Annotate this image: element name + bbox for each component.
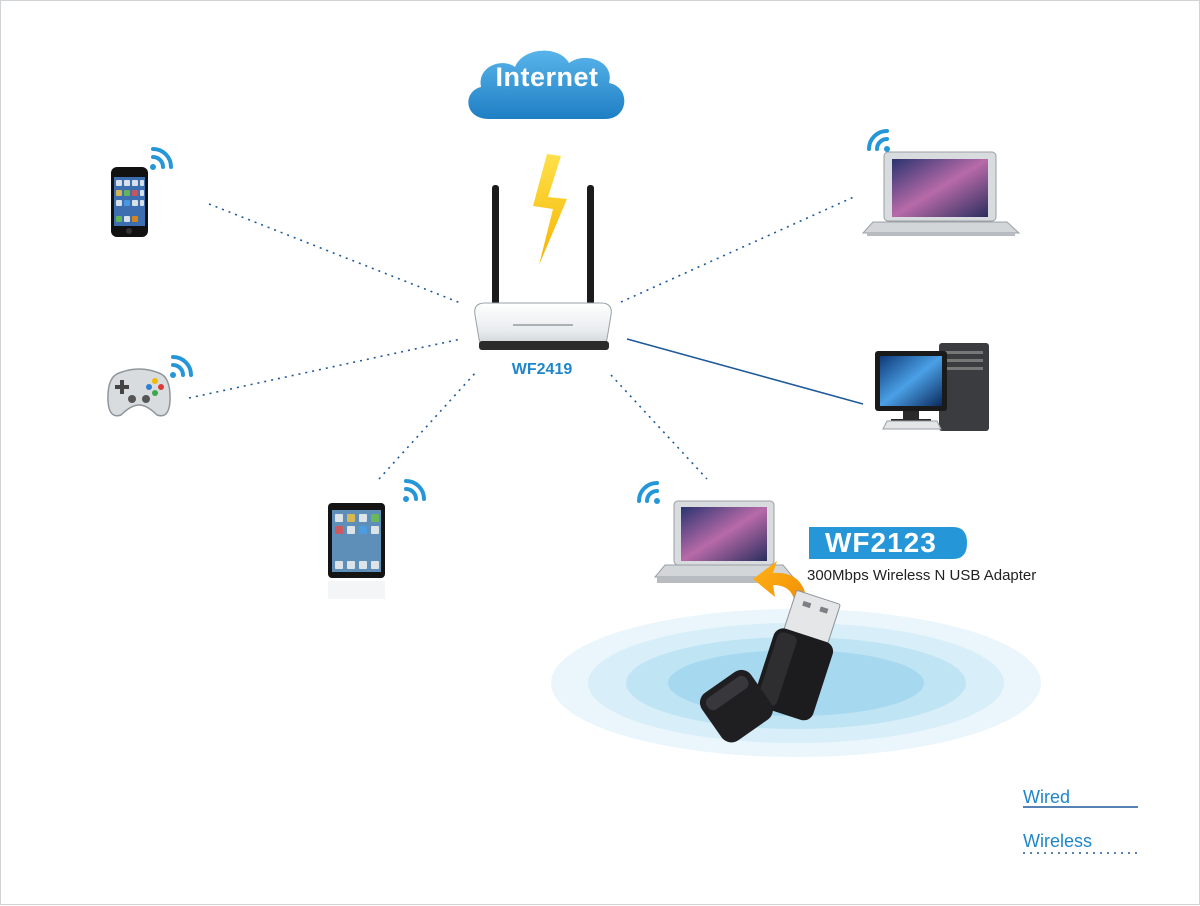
game-controller-icon (107, 368, 171, 417)
wifi-icon (150, 147, 173, 170)
adapter-description: 300Mbps Wireless N USB Adapter (807, 567, 1037, 584)
smartphone-icon (111, 167, 148, 237)
legend-wireless-label: Wireless (1023, 831, 1093, 851)
wifi-icons (150, 129, 890, 504)
wifi-icon (403, 479, 426, 502)
link-laptop-adapter (610, 374, 708, 480)
router-icon (474, 185, 612, 350)
link-desktop-wired (626, 338, 864, 405)
laptop-top-right-icon (861, 151, 1021, 236)
router-model-label: WF2419 (511, 361, 573, 378)
curved-arrow-icon (753, 561, 808, 613)
legend-lines (1023, 806, 1138, 854)
tablet-icon (328, 503, 385, 599)
link-smartphone (208, 203, 464, 305)
link-tablet (378, 370, 478, 480)
link-laptop-top (620, 195, 857, 303)
internet-cloud-icon (468, 50, 625, 119)
legend-wired-label: Wired (1023, 787, 1071, 807)
connection-lines (188, 195, 864, 480)
wifi-icon (637, 481, 660, 504)
adapter-model-badge (809, 527, 967, 559)
wifi-icon (867, 129, 890, 152)
link-game-controller (188, 338, 462, 399)
wifi-icon (170, 355, 193, 378)
desktop-computer-icon (875, 343, 989, 431)
laptop-with-adapter-icon (653, 500, 795, 583)
lightning-icon (533, 154, 567, 265)
internet-label: Internet (495, 62, 599, 92)
adapter-model-label: WF2123 (825, 527, 937, 558)
usb-adapter-icon (699, 590, 841, 743)
